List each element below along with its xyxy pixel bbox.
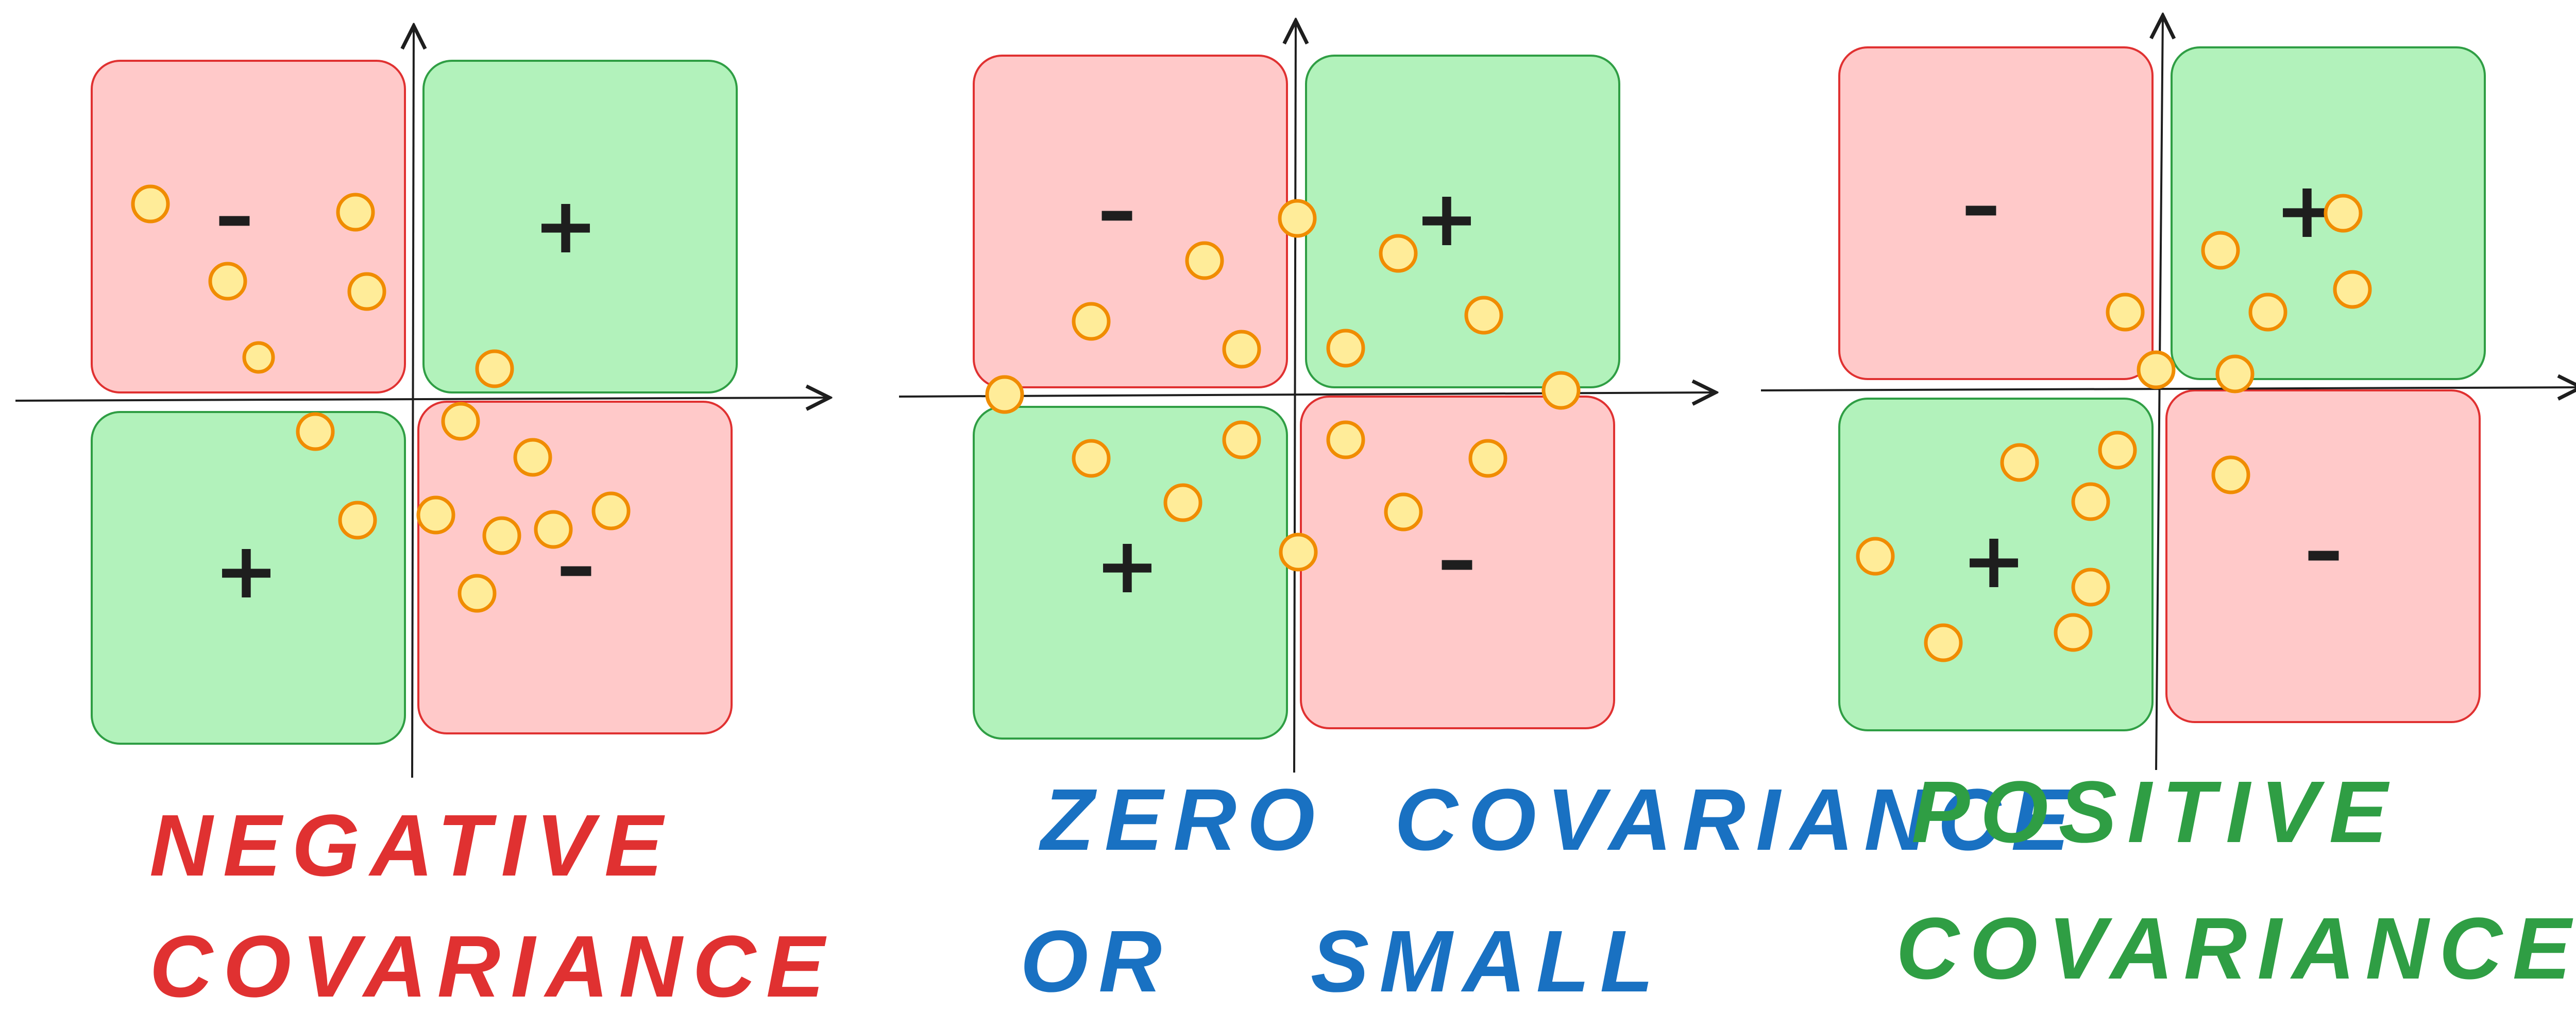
data-point — [475, 349, 514, 388]
caption-line-1: ZERO COVARIANCE — [1039, 771, 2080, 869]
data-point — [2333, 270, 2372, 309]
data-point — [2071, 568, 2110, 607]
panel-negative-covariance: – + + – NEGATIVE COVARIANCE — [15, 26, 835, 1011]
caption-line-2: OR SMALL — [1020, 913, 1664, 1010]
quadrant-top-left-negative — [1838, 46, 2154, 380]
data-point — [1384, 492, 1423, 532]
caption-line-2: COVARIANCE — [149, 918, 835, 1011]
sign-bottom-left: + — [214, 526, 279, 616]
data-point — [347, 272, 386, 311]
data-point — [1464, 296, 1503, 335]
data-point — [2248, 293, 2287, 332]
data-point — [2106, 293, 2145, 332]
data-point — [1924, 623, 1963, 662]
y-axis — [2156, 15, 2163, 770]
data-point — [1468, 439, 1507, 478]
data-point — [1326, 420, 1365, 459]
data-point — [296, 412, 335, 451]
x-axis — [1760, 387, 2576, 390]
data-point — [1326, 329, 1365, 368]
data-point — [2211, 455, 2250, 494]
data-point — [416, 495, 455, 535]
data-point — [131, 184, 170, 224]
sign-top-left: – — [1962, 161, 2001, 250]
data-point — [1222, 420, 1261, 459]
sign-top-right: + — [533, 181, 598, 271]
data-point — [457, 574, 497, 613]
sign-bottom-left: + — [1095, 521, 1160, 611]
sign-top-left: – — [215, 171, 254, 261]
data-point — [2201, 231, 2240, 270]
y-axis — [412, 26, 414, 778]
quadrant-bottom-left-positive — [973, 406, 1288, 740]
x-axis — [15, 398, 829, 401]
sign-bottom-right: – — [2304, 506, 2343, 595]
data-point — [1222, 330, 1261, 369]
data-point — [1072, 439, 1111, 478]
panel-positive-covariance: – + + – POSITIVE COVARIANCE — [1760, 15, 2576, 998]
quadrant-top-left-negative — [91, 60, 406, 393]
data-point — [338, 501, 377, 540]
data-point — [2137, 350, 2176, 389]
caption-line-1: POSITIVE — [1911, 763, 2398, 861]
data-point — [2054, 613, 2093, 652]
data-point — [1279, 533, 1318, 572]
data-point — [2215, 354, 2255, 393]
sign-bottom-right: – — [1438, 515, 1477, 605]
data-point — [534, 510, 573, 549]
data-point — [1278, 199, 1317, 238]
data-point — [2324, 194, 2363, 233]
data-point — [1072, 302, 1111, 341]
data-point — [513, 438, 552, 477]
caption-line-2: COVARIANCE — [1896, 900, 2576, 998]
data-point — [208, 262, 247, 301]
y-axis — [1294, 21, 1296, 773]
data-point — [2000, 443, 2039, 482]
data-point — [441, 402, 480, 441]
data-point — [1379, 234, 1418, 273]
caption-line-1: NEGATIVE — [149, 797, 673, 895]
quadrant-top-right-positive — [422, 60, 738, 393]
data-point — [985, 375, 1024, 414]
data-point — [336, 193, 375, 232]
data-point — [242, 341, 275, 374]
quadrant-bottom-left-positive — [91, 411, 406, 745]
data-points — [131, 184, 631, 613]
data-point — [1185, 241, 1224, 280]
data-points — [1856, 194, 2372, 662]
sign-top-right: + — [1414, 174, 1479, 264]
quadrant-bottom-right-negative — [417, 401, 733, 734]
data-point — [482, 516, 521, 555]
data-point — [1541, 371, 1581, 410]
data-point — [591, 491, 631, 530]
sign-bottom-left: + — [1961, 516, 2026, 606]
data-points — [985, 199, 1581, 572]
data-point — [2071, 482, 2110, 521]
data-point — [1163, 483, 1202, 522]
data-point — [2098, 431, 2137, 470]
sign-top-left: – — [1098, 166, 1137, 255]
panel-zero-covariance: – + + – ZERO COVARIANCE OR SMALL — [899, 21, 2080, 1010]
data-point — [1856, 537, 1895, 576]
